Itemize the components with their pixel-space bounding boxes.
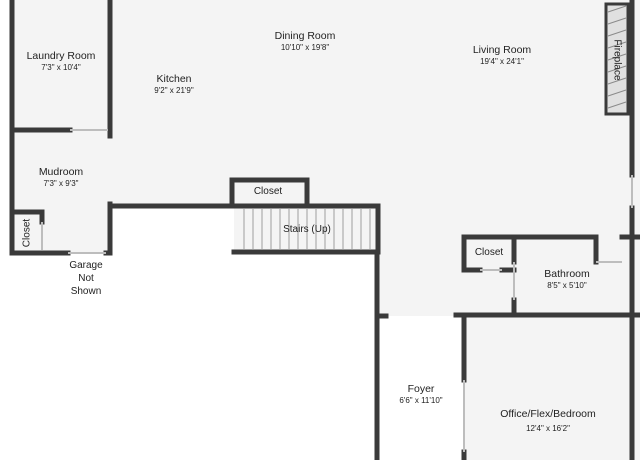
fireplace-hatch [607,5,627,109]
garage-label-line3: Shown [71,286,102,297]
closet-top-label: Closet [254,186,283,197]
closet-right-label: Closet [475,247,504,258]
laundry-room-dims: 7'3" x 10'4" [41,63,81,72]
mudroom-dims: 7'3" x 9'3" [44,179,79,188]
walls [9,0,640,460]
openings [41,129,633,452]
closet-left-label: Closet [22,219,33,248]
living-room-name: Living Room [473,44,532,56]
foyer-name: Foyer [408,383,435,395]
stairs-treads [243,209,371,249]
bathroom-name: Bathroom [544,268,590,280]
office-dims: 12'4" x 16'2" [526,424,570,433]
mudroom-name: Mudroom [39,166,84,178]
living-room-dims: 19'4" x 24'1" [480,57,524,66]
bathroom-dims: 8'5" x 5'10" [547,281,587,290]
garage-label-line2: Not [78,273,94,284]
stairs-label: Stairs (Up) [283,224,331,235]
kitchen-name: Kitchen [156,73,191,85]
fireplace-label: Fireplace [611,39,622,81]
kitchen-dims: 9'2" x 21'9" [154,86,194,95]
foyer-dims: 6'6" x 11'10" [399,396,442,405]
garage-label-line1: Garage [69,260,103,271]
dining-room-name: Dining Room [275,30,336,42]
laundry-room-name: Laundry Room [27,50,96,62]
dining-room-dims: 10'10" x 19'8" [281,43,329,52]
office-name: Office/Flex/Bedroom [500,408,596,420]
